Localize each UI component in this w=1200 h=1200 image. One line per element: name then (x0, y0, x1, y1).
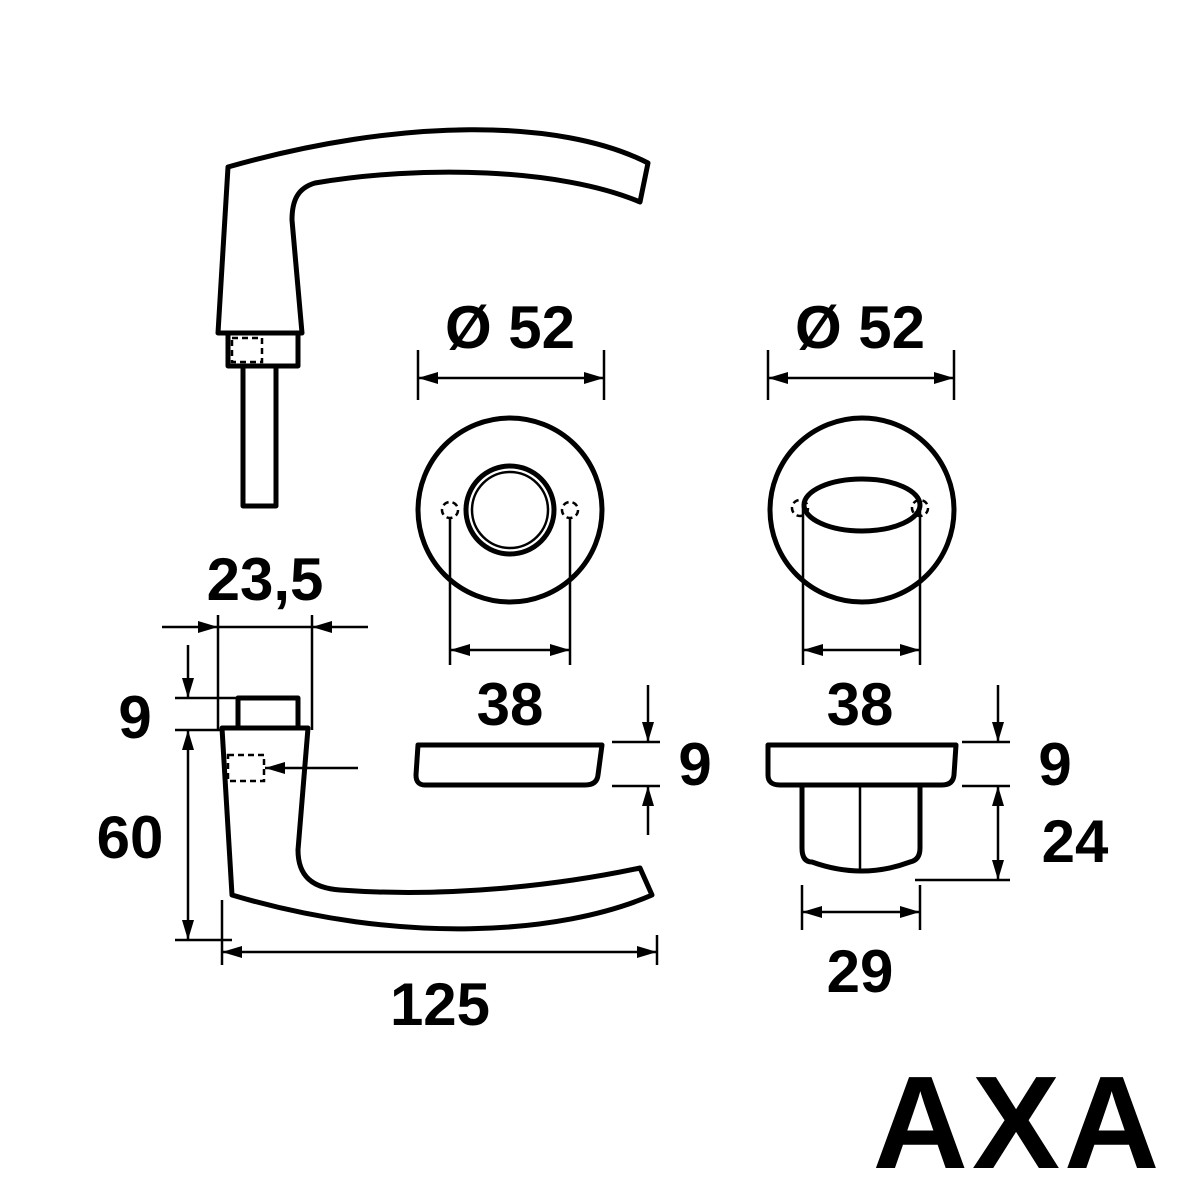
rosette-cylinder-side (765, 742, 959, 874)
rosette-round-side (413, 742, 605, 788)
dimension-cylinder-width: 29 (800, 885, 922, 1005)
handle-length-label: 125 (390, 971, 490, 1038)
dimension-handle-collar: 9 (118, 645, 238, 751)
dimension-handle-width: 23,5 (162, 546, 368, 730)
rosette-hole-right-label: 38 (827, 671, 894, 738)
handle-width-label: 23,5 (207, 546, 324, 613)
rosette-diameter-left-label: Ø 52 (445, 294, 575, 361)
handle-collar-label: 9 (118, 684, 151, 751)
dimension-handle-height: 60 (97, 730, 232, 942)
rosette-round-front (415, 415, 605, 605)
rosette-diameter-right-label: Ø 52 (795, 294, 925, 361)
rosette-thickness-left-label: 9 (678, 731, 711, 798)
dimension-rosette-hole-right: 38 (801, 505, 922, 738)
rosette-cylinder-front (767, 415, 957, 605)
handle-side-view (215, 127, 651, 509)
cylinder-depth-label: 24 (1042, 808, 1109, 875)
cylinder-width-label: 29 (827, 938, 894, 1005)
dimension-rosette-diameter-left: Ø 52 (416, 294, 606, 400)
rosette-hole-left-label: 38 (477, 671, 544, 738)
dimension-rosette-hole-left: 38 (448, 518, 572, 738)
dimension-rosette-thickness-right: 9 (962, 685, 1072, 798)
handle-height-label: 60 (97, 804, 164, 871)
dimension-handle-length: 125 (220, 900, 659, 1038)
dimension-rosette-diameter-right: Ø 52 (766, 294, 956, 400)
rosette-thickness-right-label: 9 (1038, 731, 1071, 798)
axa-logo-text: AXA (873, 1049, 1164, 1196)
dimension-cylinder-depth: 24 (915, 786, 1109, 882)
dimension-rosette-thickness-left: 9 (612, 685, 712, 835)
brand-logo: AXA (873, 1049, 1164, 1196)
handle-top-view (219, 695, 655, 932)
